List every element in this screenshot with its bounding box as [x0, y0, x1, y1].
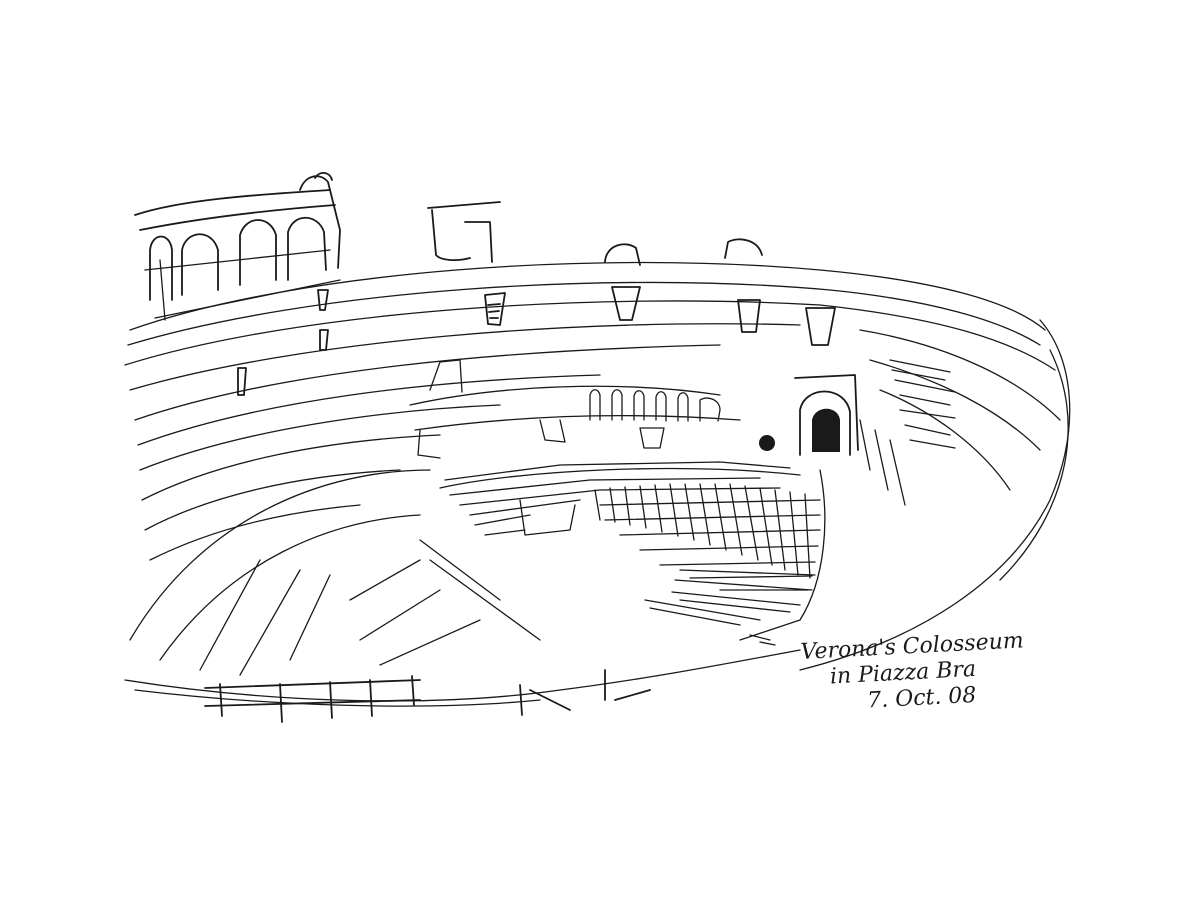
rim-structures [427, 201, 763, 266]
ruined-outer-wall [134, 172, 341, 321]
arena-floor-hatching [439, 461, 826, 641]
detail-scribbles [749, 359, 956, 646]
entrance-arch [759, 374, 859, 456]
seating-tiers [124, 261, 1071, 671]
lower-seating [124, 469, 801, 707]
arena-gallery [409, 359, 741, 459]
vomitoria [237, 286, 836, 396]
foreground-railing [204, 669, 651, 723]
handwritten-caption: Verona's Colosseum in Piazza Bra 7. Oct.… [800, 626, 1064, 718]
